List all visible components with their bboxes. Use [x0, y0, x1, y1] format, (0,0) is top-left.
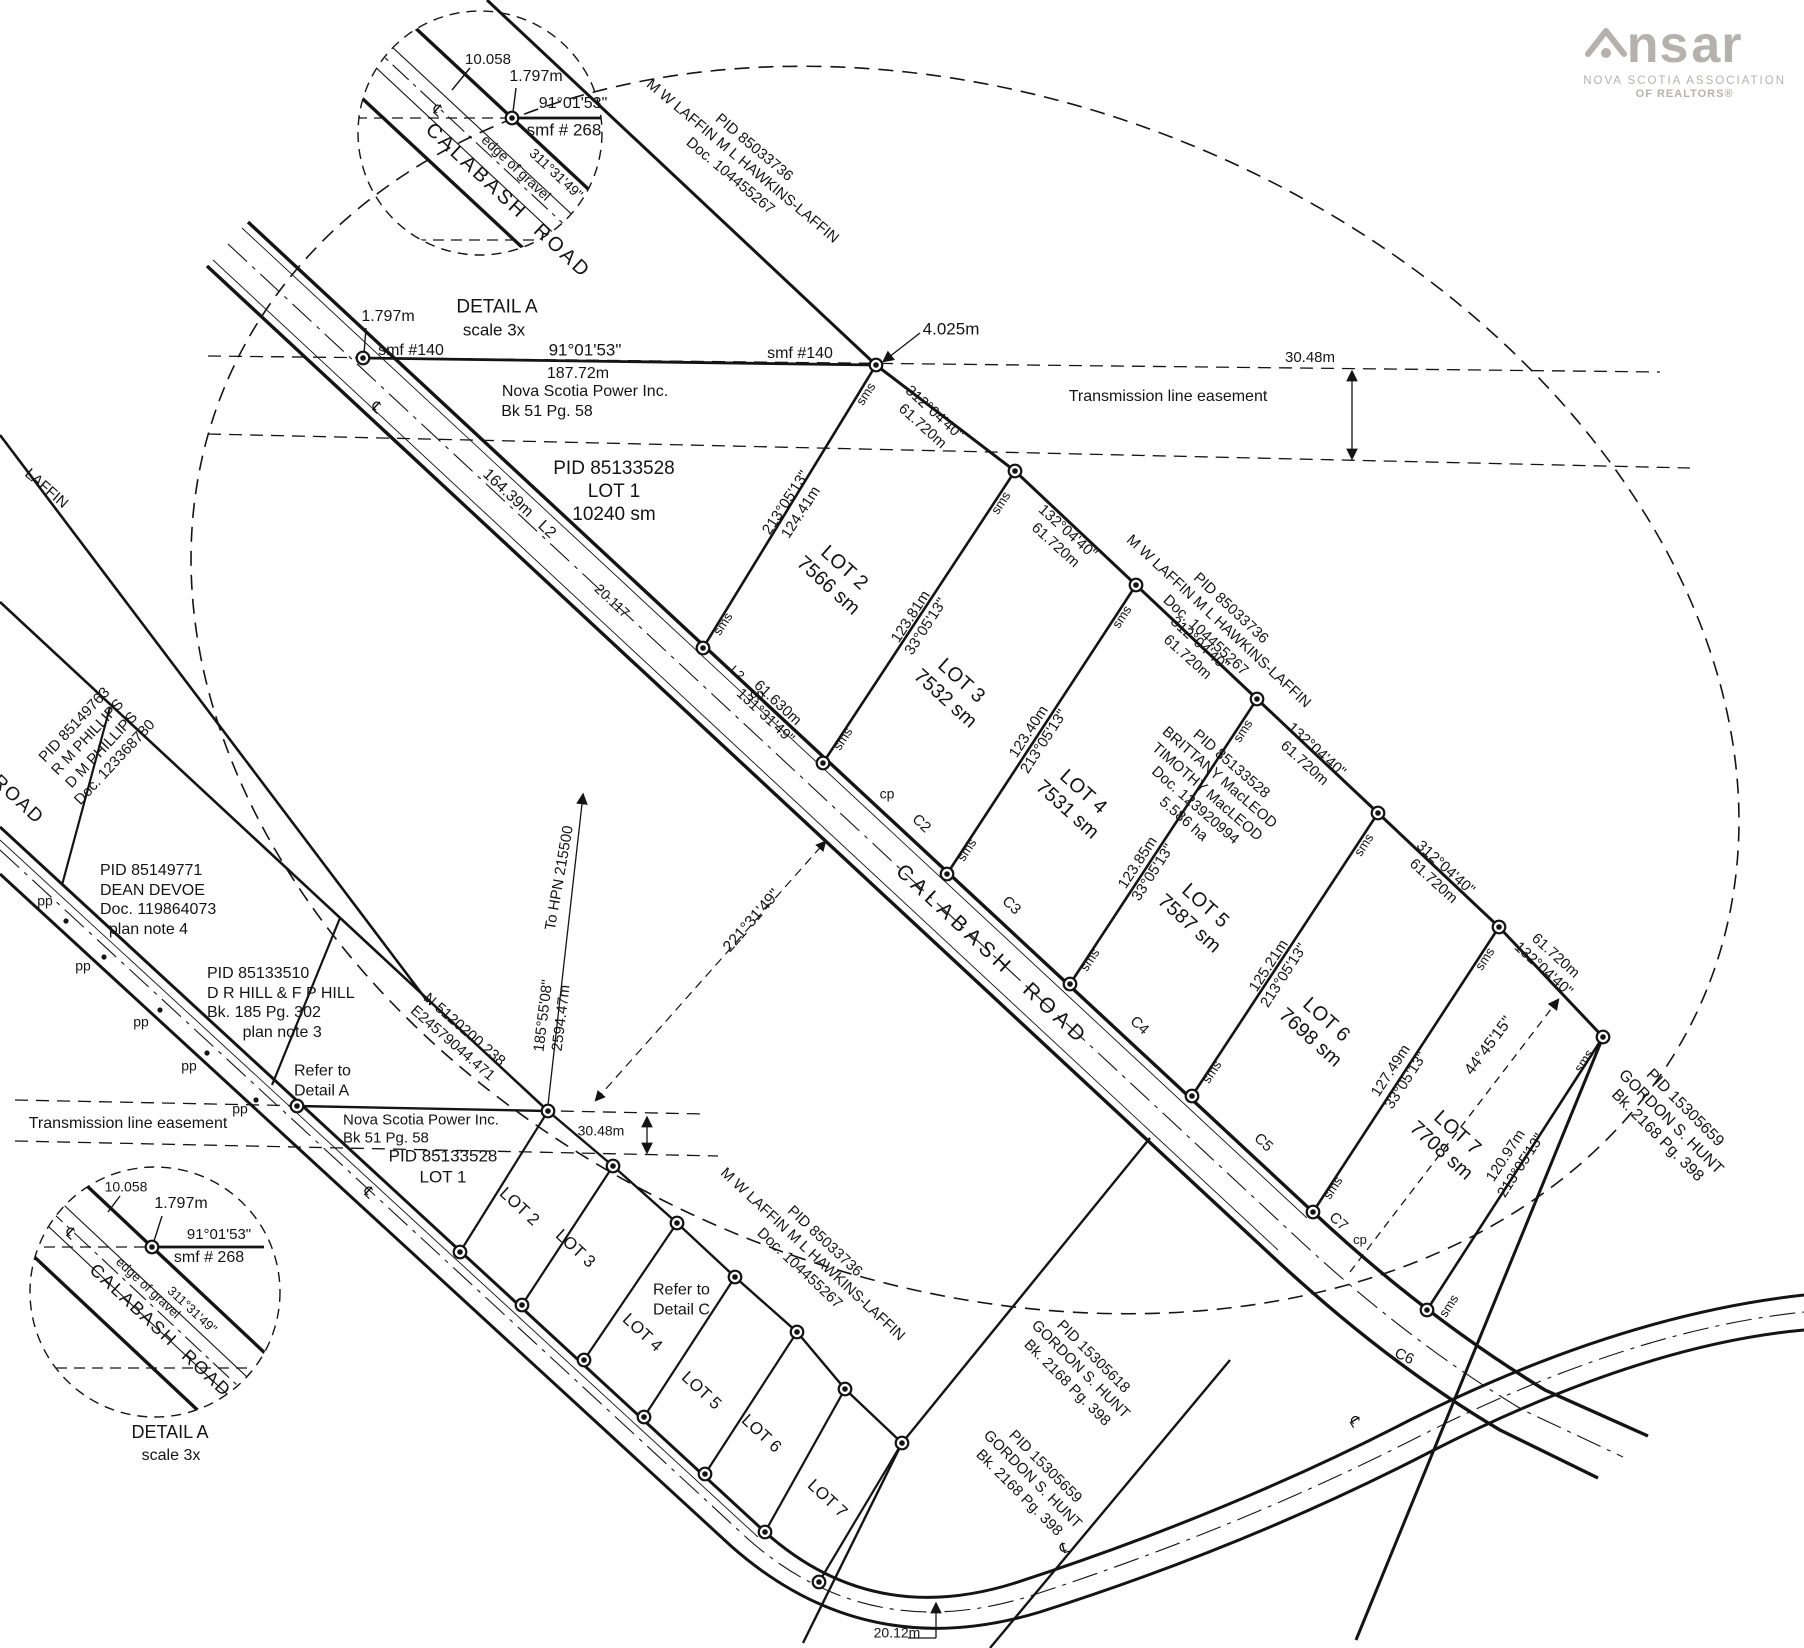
- house-icon: [1585, 28, 1628, 58]
- detail-a-circle-top: [357, 10, 603, 256]
- detail-a-top-roadband: [358, 11, 602, 255]
- calabash-road-upper: [205, 220, 1649, 1480]
- survey-marker: [504, 110, 520, 126]
- easement-lines-upper: [207, 355, 1691, 469]
- logo-association-text: NOVA SCOTIA ASSOCIATION: [1583, 74, 1786, 87]
- nsar-logo: ns ar NOVA SCOTIA ASSOCIATION OF REALTOR…: [1583, 16, 1786, 100]
- lot-sidelines-lower: [459, 1110, 903, 1583]
- survey-marker: [144, 1239, 160, 1255]
- logo-realtors-text: OF REALTORS®: [1635, 87, 1734, 100]
- survey-monuments: [289, 350, 1611, 1590]
- detail-a-circle-bottom: [29, 1166, 281, 1418]
- reference-arrows: [547, 792, 942, 1639]
- boundary-lines-lower: [0, 434, 1231, 1648]
- calabash-road-lower: [0, 825, 1804, 1630]
- enlargement-ellipse: [190, 65, 1740, 1315]
- detail-a-bottom-roadband: [30, 1167, 280, 1417]
- lot-sidelines-upper: [701, 364, 1605, 1311]
- pp-pole-dots: [63, 918, 259, 1103]
- logo-ns: ns: [1626, 16, 1690, 74]
- logo-ar: ar: [1691, 16, 1743, 74]
